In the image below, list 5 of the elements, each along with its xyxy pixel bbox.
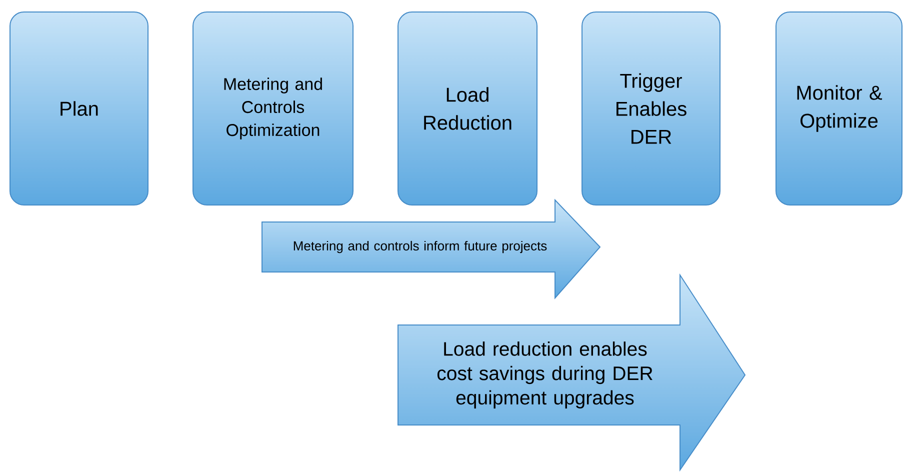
process-box: Metering and Controls Optimization — [192, 12, 354, 206]
process-box: Monitor & Optimize — [776, 12, 902, 206]
process-box: Load Reduction — [398, 12, 538, 206]
process-box: Trigger Enables DER — [582, 12, 720, 206]
process-box: Plan — [10, 12, 148, 206]
